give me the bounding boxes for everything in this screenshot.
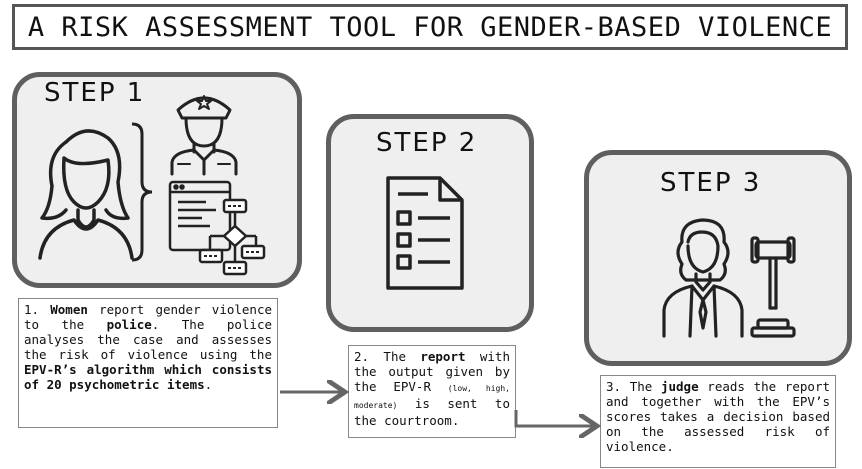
step-1-bold-women: Women bbox=[50, 302, 88, 317]
diagram-title: A RISK ASSESSMENT TOOL FOR GENDER-BASED … bbox=[27, 11, 833, 43]
woman-icon bbox=[38, 129, 134, 260]
police-officer-icon bbox=[170, 95, 238, 176]
step-2-text: with the output given by the EPV-R bbox=[354, 349, 510, 394]
step-3-description: 3. The judge reads the report and togeth… bbox=[600, 375, 836, 468]
step-1-bold-police: police bbox=[106, 317, 152, 332]
step-1-text: . bbox=[204, 377, 213, 392]
report-document-icon bbox=[386, 176, 464, 290]
step-3-text: reads the report and together with the E… bbox=[606, 379, 831, 454]
step-3-bold-judge: judge bbox=[660, 379, 699, 394]
algorithm-flowchart-icon bbox=[168, 180, 266, 276]
step-1-text: report gender violence to the bbox=[24, 302, 272, 332]
step-2-text: 2. The bbox=[354, 349, 421, 364]
bracket-icon bbox=[131, 122, 153, 262]
step-2-text: is sent to the courtroom. bbox=[354, 396, 510, 428]
title-banner: A RISK ASSESSMENT TOOL FOR GENDER-BASED … bbox=[12, 4, 848, 50]
step-2-label: STEP 2 bbox=[376, 128, 478, 158]
step-2-description: 2. The report with the output given by t… bbox=[348, 345, 516, 438]
step-1-bold-algorithm: EPV-R’s algorithm which consists of 20 p… bbox=[24, 362, 272, 392]
step-2-bold-report: report bbox=[420, 349, 466, 364]
step-2-risk-levels: (low, high, moderate) bbox=[354, 384, 510, 410]
step-2-box bbox=[326, 114, 534, 332]
step-1-text: 1. bbox=[24, 302, 51, 317]
step-3-label: STEP 3 bbox=[660, 168, 762, 198]
arrow-step2-to-step3 bbox=[514, 410, 594, 426]
step-1-text: . The police analyses the case and asses… bbox=[24, 317, 272, 362]
step-3-text: 3. The bbox=[606, 379, 661, 394]
step-1-description: 1. Women report gender violence to the p… bbox=[18, 298, 278, 428]
step-1-label: STEP 1 bbox=[44, 78, 146, 108]
judge-gavel-icon bbox=[662, 218, 796, 338]
